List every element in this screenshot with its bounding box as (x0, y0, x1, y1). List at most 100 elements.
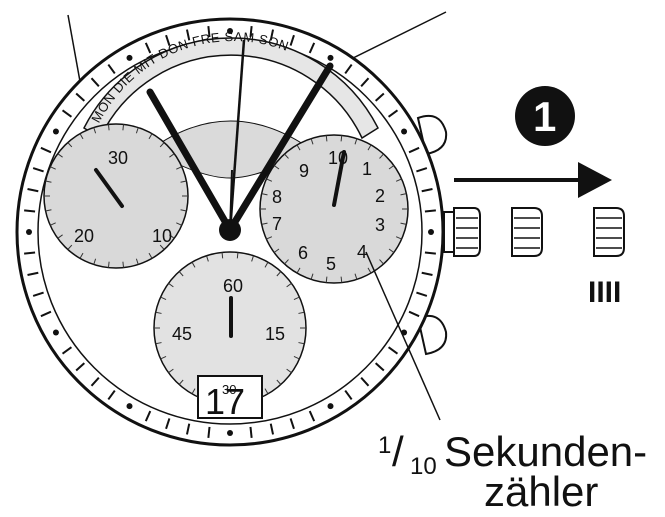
caption-fraction-numerator: 1 (378, 432, 391, 459)
subdial-tick (340, 276, 343, 283)
left-20: 20 (74, 226, 94, 246)
left-subdial-hand (94, 168, 124, 208)
subdial-tick (148, 252, 153, 259)
weekday-band (83, 37, 379, 140)
left-10: 10 (152, 226, 172, 246)
bezel-minute-tick (27, 187, 39, 193)
leader-line-counter (365, 251, 441, 421)
bezel-hour-dot (52, 329, 59, 336)
subdial-tick (206, 255, 209, 262)
bezel-minute-tick (374, 362, 385, 372)
pull-arrow-head (578, 162, 612, 198)
subdial-tick (400, 222, 407, 225)
subdial-tick (178, 379, 184, 385)
minute-hand (226, 62, 334, 234)
bezel-minute-tick (289, 34, 295, 46)
subdial-ticks (44, 124, 408, 404)
bezel-minute-tick (32, 167, 44, 173)
bezel-minute-tick (61, 346, 73, 355)
subdial-tick (284, 153, 289, 159)
bezel-minute-tick (185, 29, 191, 41)
subdial-tick (296, 144, 301, 151)
subdial-tick (354, 138, 358, 145)
bezel-minute-tick (308, 42, 316, 54)
right-subdial-hand (332, 150, 346, 207)
subdial-tick (354, 273, 358, 280)
bezel-minute-tick (249, 426, 253, 438)
subdial-tick (57, 234, 63, 239)
subdial-tick (159, 142, 165, 148)
date-digits: 17 (205, 381, 245, 422)
minute-ticks (24, 26, 436, 438)
bezel-minute-tick (75, 92, 86, 102)
bezel-hour-dot (227, 28, 233, 34)
caption-fraction-denominator: 10 (410, 453, 437, 480)
bezel-minute-tick (344, 63, 353, 75)
subdial-tick (293, 296, 300, 300)
bezel-hour-dot (26, 229, 32, 235)
bezel-hour-dot (52, 128, 59, 135)
subdial-tick (296, 267, 301, 274)
subdial-tick (293, 356, 300, 360)
right-6: 6 (298, 243, 308, 263)
bezel-hour-dot (126, 403, 133, 410)
bezel-minute-tick (416, 291, 428, 297)
right-3: 3 (375, 215, 385, 235)
subdial-tick (367, 144, 372, 151)
bezel-minute-tick (24, 251, 36, 255)
bezel-minute-tick (32, 291, 44, 297)
center-cap (219, 219, 241, 241)
bezel-hour-dot (428, 229, 434, 235)
subdial-tick (379, 153, 384, 159)
subdial-tick (107, 124, 110, 131)
right-9: 9 (299, 161, 309, 181)
subdial-tick (180, 180, 187, 183)
right-4: 4 (357, 242, 367, 262)
bezel-minute-tick (421, 187, 433, 193)
left-30: 30 (108, 148, 128, 168)
subdial-tick (155, 342, 162, 345)
subdial-tick (273, 248, 280, 253)
bezel-minute-tick (424, 209, 436, 213)
subdial-tick (388, 165, 395, 170)
bezel-minute-tick (360, 376, 370, 387)
bezel-minute-tick (269, 423, 275, 435)
subdial-tick (286, 282, 292, 288)
subdial-tick (388, 248, 395, 253)
subdial-tick (284, 259, 289, 265)
subdial-tick (160, 356, 167, 360)
subdial-tick (135, 258, 139, 265)
subdial-tick (276, 271, 282, 277)
step-marker-number: 1 (533, 93, 556, 140)
bezel-minute-tick (374, 92, 385, 102)
bezel-minute-tick (249, 26, 253, 38)
bottom-15: 15 (265, 324, 285, 344)
subdial-tick (395, 236, 402, 240)
subdial-tick (261, 193, 268, 196)
bezel-minute-tick (107, 63, 116, 75)
subdial-tick (176, 166, 182, 170)
subdial-tick (325, 276, 328, 283)
bezel-minute-tick (360, 77, 370, 88)
subdial-tick (261, 222, 268, 225)
bezel-minute-tick (75, 362, 86, 372)
bezel-minute-tick (90, 376, 100, 387)
bezel-minute-tick (90, 77, 100, 88)
caption-line2: zähler (484, 468, 598, 512)
bezel-minute-tick (387, 109, 399, 118)
subdial-tick (191, 261, 196, 268)
subdial-tick (45, 209, 52, 212)
step-marker-badge (515, 86, 575, 146)
subdial-tick (340, 135, 343, 142)
subdial-tick (148, 133, 153, 140)
subdial-tick (276, 379, 282, 385)
subdial-tick (169, 234, 175, 239)
crown-position-2 (511, 207, 543, 257)
subdial-tick (325, 135, 328, 142)
bezel-minute-tick (408, 310, 420, 318)
bezel-minute-tick (185, 423, 191, 435)
bezel-minute-tick (165, 34, 171, 46)
bezel-hour-dot (327, 403, 334, 410)
subdial-tick (264, 388, 269, 395)
hour-hand (146, 88, 234, 234)
